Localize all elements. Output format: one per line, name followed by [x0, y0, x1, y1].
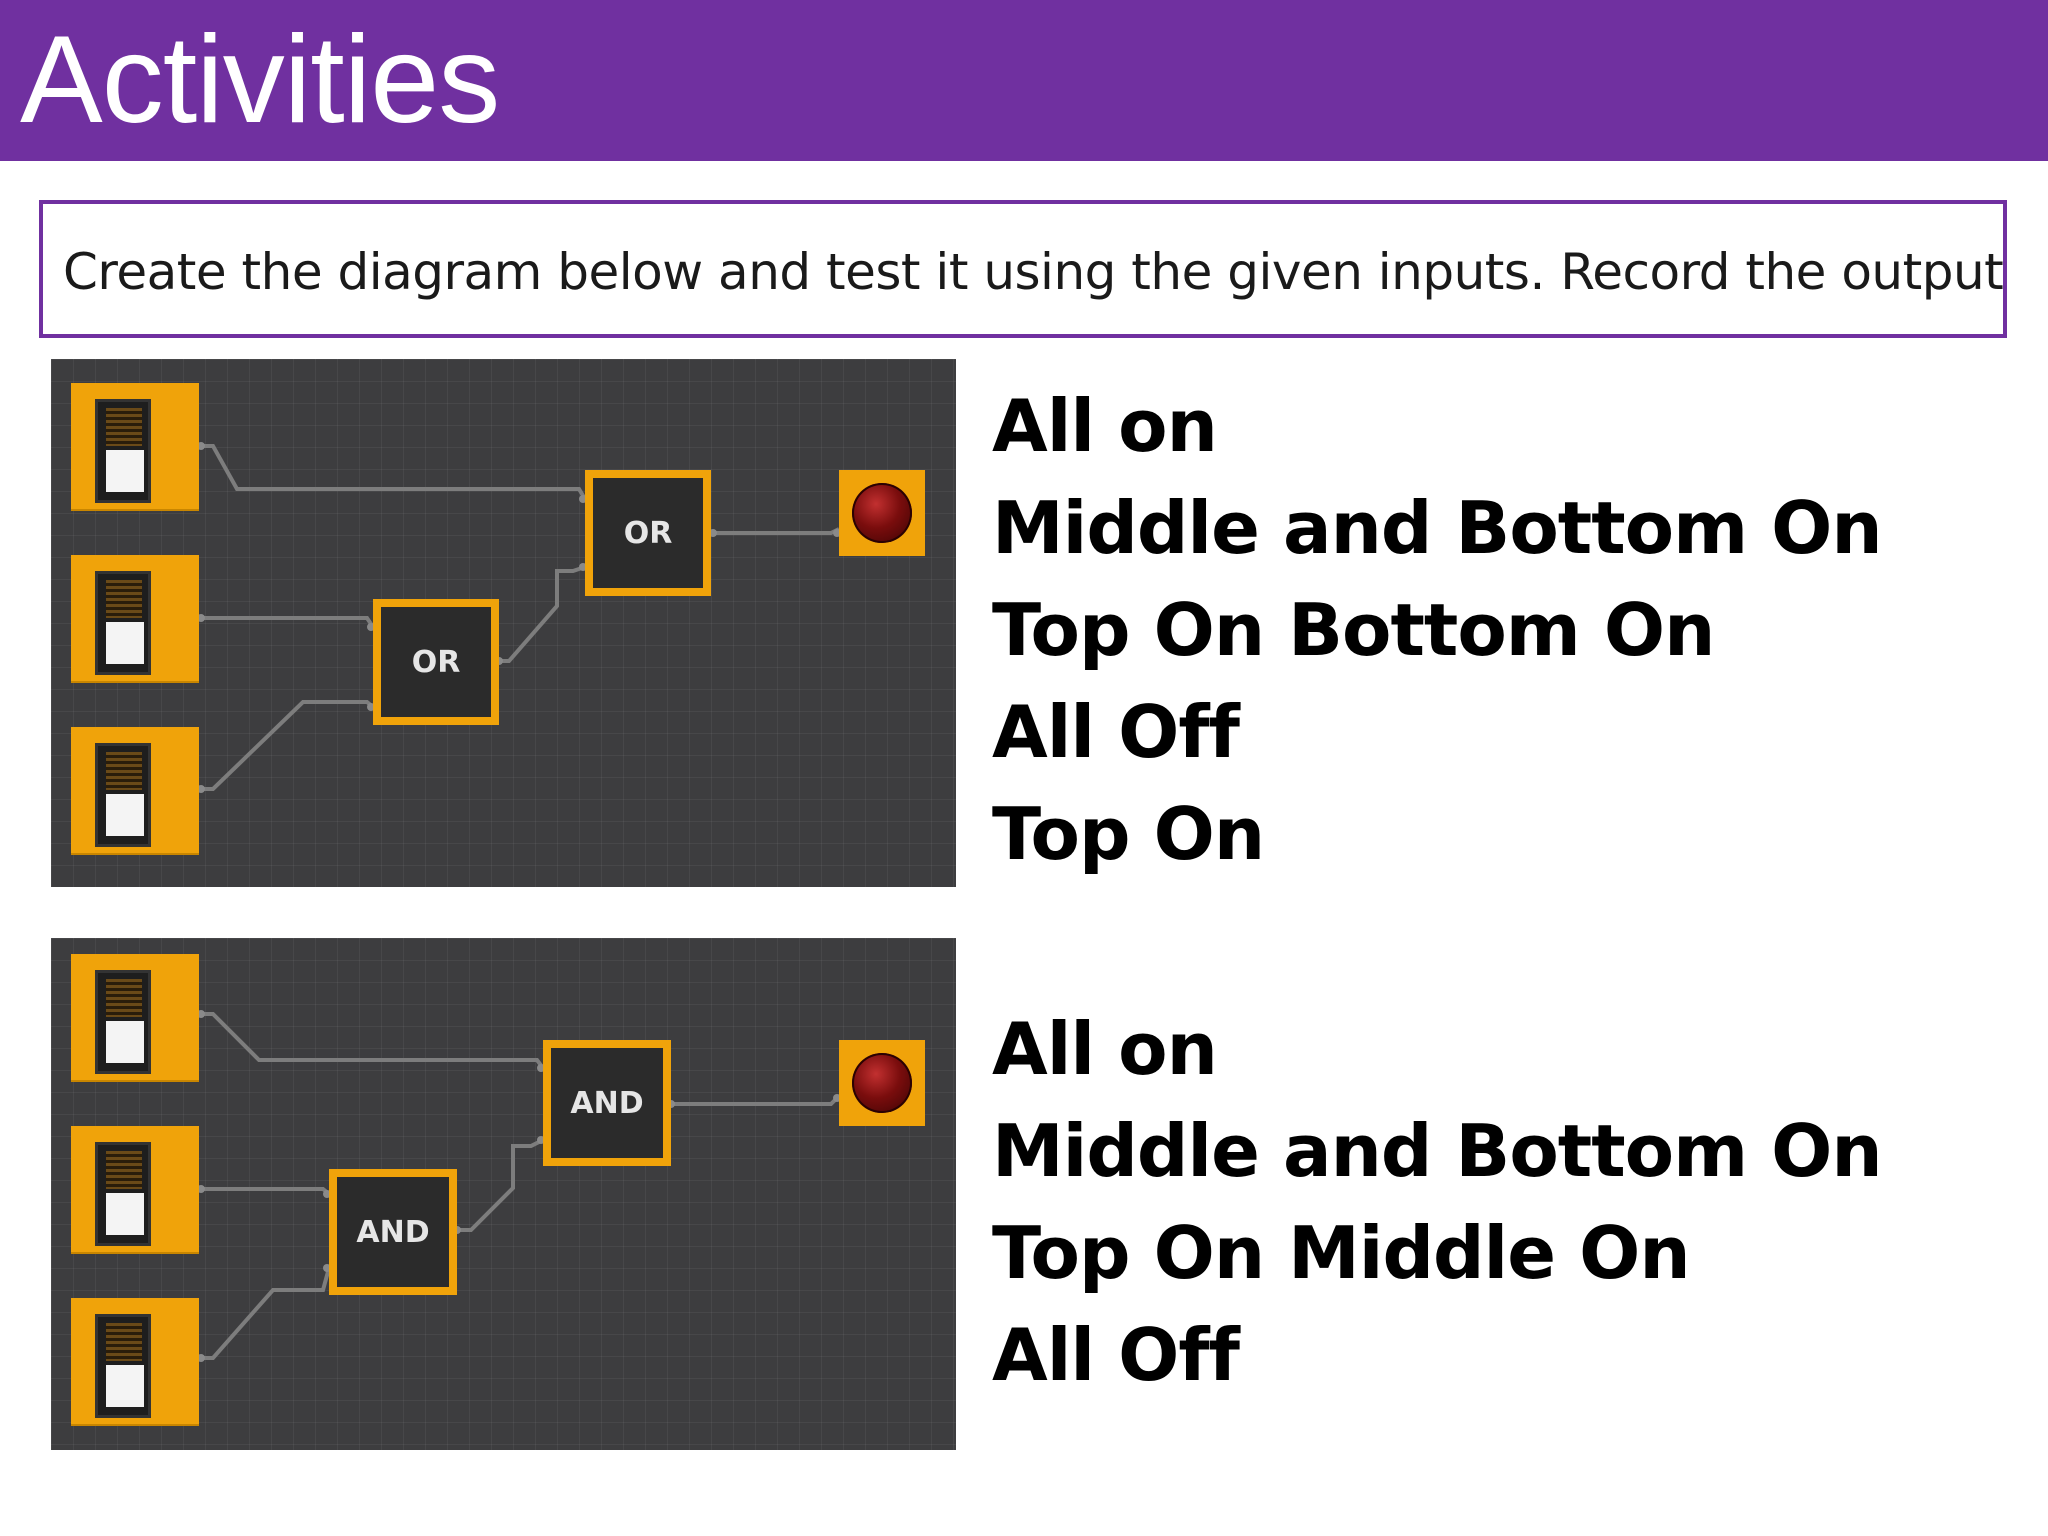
switch-ridges — [106, 408, 142, 446]
or-circuit-panel: OR OR — [51, 359, 956, 887]
switch-ridges — [106, 752, 142, 790]
wire-and2-to-output — [669, 1094, 841, 1106]
input-switch-top[interactable] — [71, 383, 199, 509]
list-item: Top On Bottom On — [992, 588, 1715, 672]
and-gate-1[interactable]: AND — [329, 1169, 457, 1295]
instruction-text: Create the diagram below and test it usi… — [63, 243, 2004, 301]
or-test-case-list: All on Middle and Bottom On Top On Botto… — [992, 375, 1883, 885]
switch-slot — [95, 1314, 151, 1418]
wire-top-switch-to-and2 — [199, 1012, 545, 1070]
output-bulb-icon — [852, 483, 912, 543]
input-switch-bottom[interactable] — [71, 1298, 199, 1424]
title-bar: Activities — [0, 0, 2048, 161]
wire-middle-switch-to-or1 — [199, 616, 375, 629]
switch-slot — [95, 399, 151, 503]
list-item: Top On — [992, 792, 1265, 876]
switch-slot — [95, 743, 151, 847]
wire-middle-switch-to-and1 — [199, 1187, 331, 1196]
switch-ridges — [106, 1323, 142, 1361]
output-light — [839, 1040, 925, 1126]
wire-top-switch-to-or2 — [199, 444, 587, 501]
or-gate-2[interactable]: OR — [585, 470, 711, 596]
switch-ridges — [106, 1151, 142, 1189]
switch-knob[interactable] — [106, 450, 144, 492]
instruction-box: Create the diagram below and test it usi… — [39, 200, 2007, 338]
input-switch-middle[interactable] — [71, 1126, 199, 1252]
list-item: All on — [992, 384, 1218, 468]
switch-ridges — [106, 979, 142, 1017]
wire-or1-to-or2 — [497, 565, 586, 663]
wire-bottom-switch-to-or1 — [199, 700, 375, 791]
and-gate-2[interactable]: AND — [543, 1040, 671, 1166]
switch-knob[interactable] — [106, 794, 144, 836]
input-switch-top[interactable] — [71, 954, 199, 1080]
slide-title: Activities — [20, 11, 500, 149]
switch-knob[interactable] — [106, 1193, 144, 1235]
input-switch-bottom[interactable] — [71, 727, 199, 853]
list-item: Middle and Bottom On — [992, 486, 1883, 570]
wire-or2-to-output — [711, 527, 840, 535]
switch-slot — [95, 970, 151, 1074]
or-gate-1[interactable]: OR — [373, 599, 499, 725]
output-light — [839, 470, 925, 556]
wire-and1-to-and2 — [455, 1138, 544, 1232]
and-test-case-list: All on Middle and Bottom On Top On Middl… — [992, 998, 1883, 1406]
list-item: Middle and Bottom On — [992, 1109, 1883, 1193]
wire-bottom-switch-to-and1 — [199, 1267, 331, 1360]
output-bulb-icon — [852, 1053, 912, 1113]
list-item: All on — [992, 1007, 1218, 1091]
list-item: All Off — [992, 690, 1240, 774]
and-circuit-panel: AND AND — [51, 938, 956, 1450]
switch-knob[interactable] — [106, 1365, 144, 1407]
list-item: Top On Middle On — [992, 1211, 1691, 1295]
switch-slot — [95, 1142, 151, 1246]
switch-slot — [95, 571, 151, 675]
switch-ridges — [106, 580, 142, 618]
switch-knob[interactable] — [106, 622, 144, 664]
input-switch-middle[interactable] — [71, 555, 199, 681]
list-item: All Off — [992, 1313, 1240, 1397]
switch-knob[interactable] — [106, 1021, 144, 1063]
